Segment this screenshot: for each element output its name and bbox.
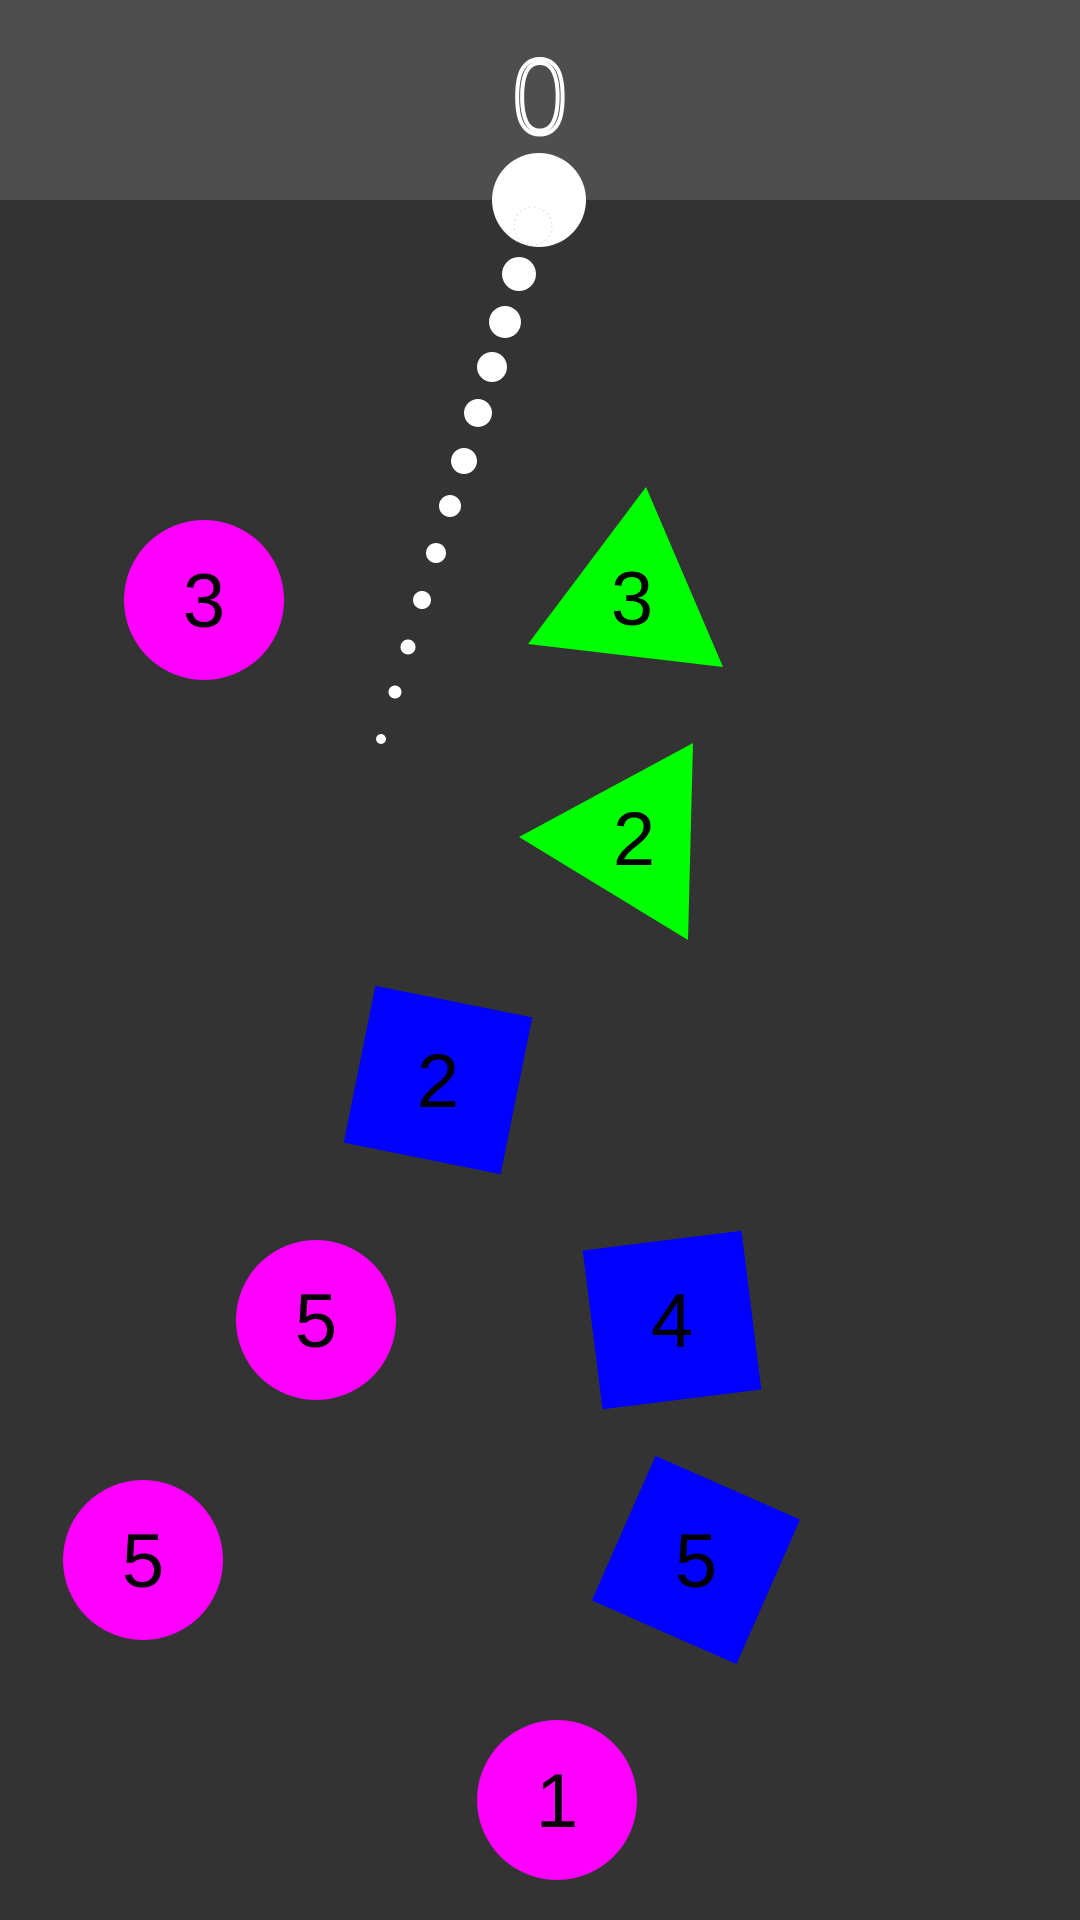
ball-inner-ring xyxy=(513,206,553,246)
obstacle-hits: 5 xyxy=(122,1519,164,1604)
obstacle-square xyxy=(591,1455,801,1665)
obstacle-hits: 5 xyxy=(675,1519,717,1604)
triangle-shape xyxy=(528,487,723,667)
score-display: 0 xyxy=(0,42,1080,156)
obstacle-circle: 5 xyxy=(63,1480,223,1640)
circle-shape xyxy=(477,1720,637,1880)
obstacle-circle: 1 xyxy=(477,1720,637,1880)
square-shape xyxy=(591,1455,801,1665)
obstacle-hits: 5 xyxy=(295,1279,337,1364)
obstacle-hits: 3 xyxy=(611,557,653,642)
circle-shape xyxy=(63,1480,223,1640)
aim-dot xyxy=(489,306,521,338)
aim-dot xyxy=(400,639,416,655)
aim-dot xyxy=(376,734,386,744)
aim-dot xyxy=(426,543,446,563)
circle-shape xyxy=(124,520,284,680)
obstacle-hits: 3 xyxy=(183,559,225,644)
obstacle-square xyxy=(582,1230,762,1410)
square-shape xyxy=(582,1230,762,1410)
aim-dot xyxy=(413,591,431,609)
circle-shape xyxy=(236,1240,396,1400)
aim-dot xyxy=(439,495,461,517)
aim-dot xyxy=(502,257,536,291)
obstacle-triangle: 3 xyxy=(528,487,723,667)
score-value: 0 xyxy=(506,40,574,157)
ball-icon[interactable] xyxy=(492,153,586,247)
aim-trajectory xyxy=(376,257,536,744)
obstacle-circle: 5 xyxy=(236,1240,396,1400)
launcher-ball[interactable] xyxy=(492,153,586,247)
aim-dot xyxy=(464,399,492,427)
obstacle-hits: 2 xyxy=(613,797,655,882)
obstacle-hits: 2 xyxy=(417,1039,459,1124)
obstacle-triangle: 2 xyxy=(519,743,693,940)
obstacle-hits: 1 xyxy=(536,1759,578,1844)
square-shape xyxy=(343,985,533,1175)
obstacle-hits: 4 xyxy=(651,1279,693,1364)
obstacle-square xyxy=(343,985,533,1175)
aim-dot xyxy=(388,685,402,699)
aim-dot xyxy=(451,448,477,474)
aim-dot xyxy=(477,352,507,382)
obstacle-circle: 3 xyxy=(124,520,284,680)
triangle-shape xyxy=(519,743,693,940)
